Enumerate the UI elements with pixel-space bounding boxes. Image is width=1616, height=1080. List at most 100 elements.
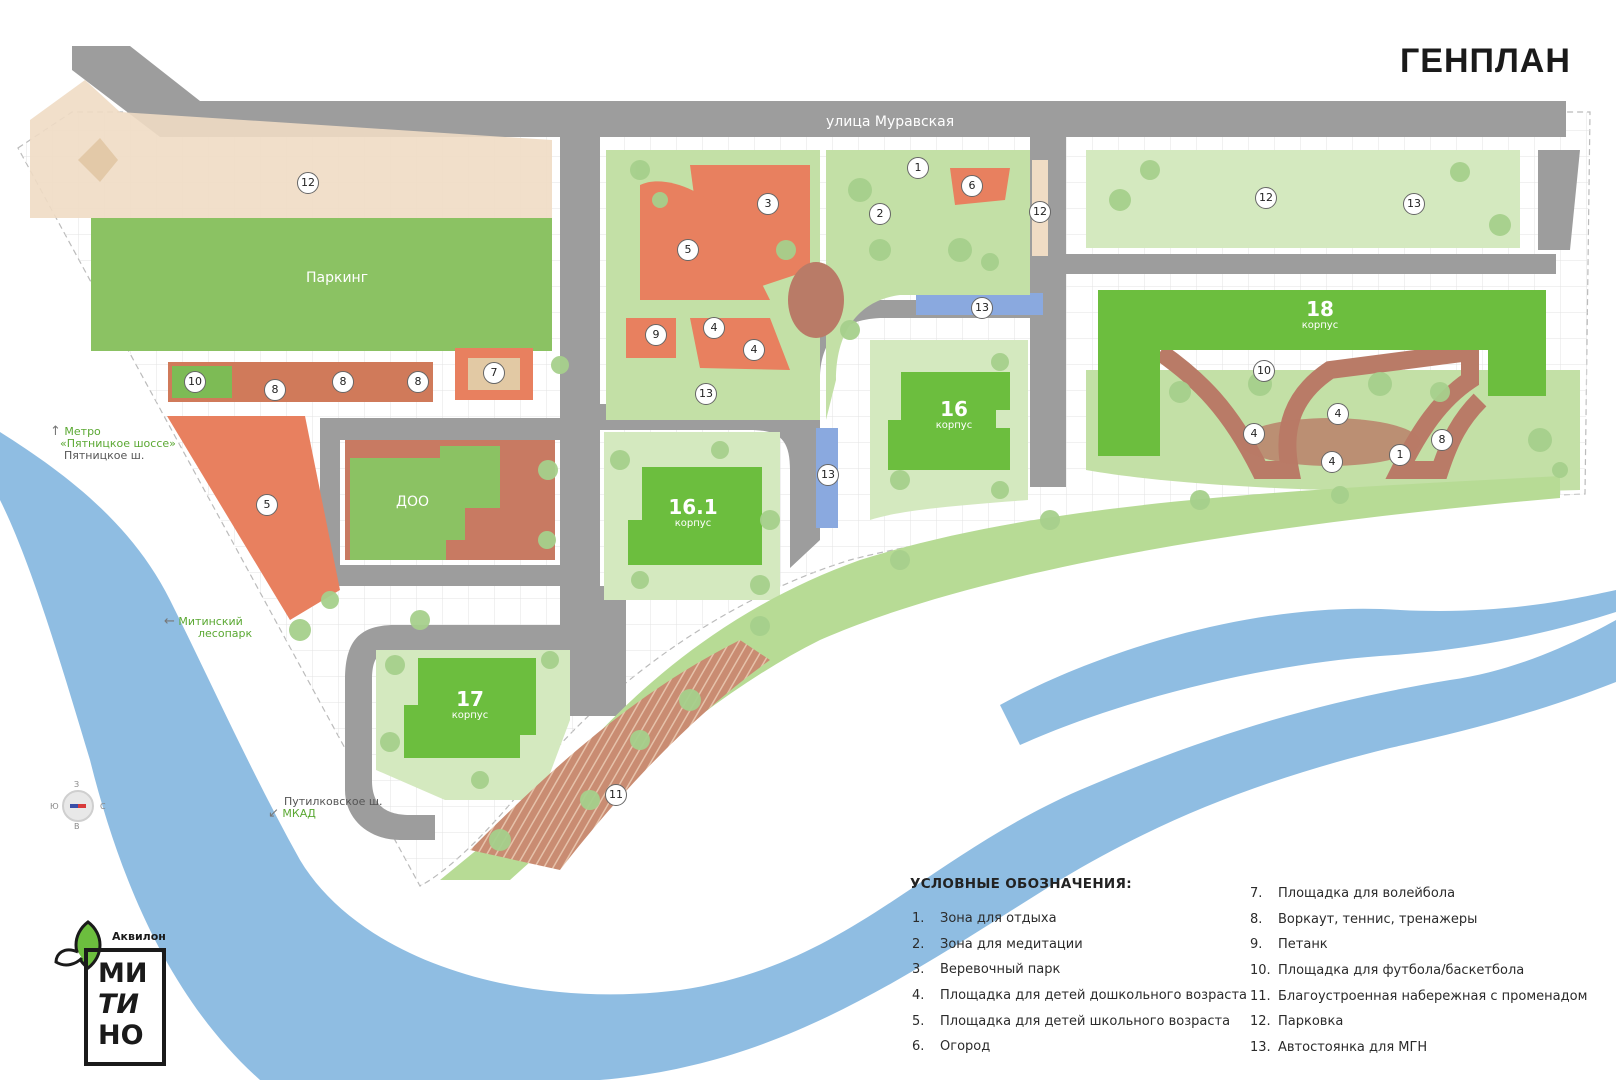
logo-frame <box>84 948 166 1066</box>
legend-item-text: Площадка для футбола/баскетбола <box>1278 963 1525 979</box>
legend-item: 13. Автостоянка для МГН <box>1250 1035 1587 1061</box>
marker-12: 12 <box>1255 187 1277 209</box>
road-segment <box>560 586 626 716</box>
river <box>0 432 1616 1080</box>
marker-8: 8 <box>264 379 286 401</box>
parking-bay-12-west <box>30 80 552 218</box>
logo-line: НО <box>98 1020 144 1051</box>
compass-west: Ю <box>50 802 59 811</box>
marker-7: 7 <box>483 362 505 384</box>
legend-item: 6.Огород <box>912 1034 1247 1060</box>
metro-station-label: «Пятницкое шоссе» <box>60 437 176 450</box>
logo-line: МИ <box>98 958 148 989</box>
legend-item-number: 10. <box>1250 963 1271 979</box>
compass-east: С <box>100 802 106 811</box>
tree-clusters <box>289 160 1568 851</box>
legend-item-text: Площадка для детей школьного возраста <box>940 1013 1231 1029</box>
parking-bay-12-west-inner <box>78 138 118 182</box>
legend-item-text: Площадка для волейбола <box>1278 886 1456 901</box>
building-17 <box>404 658 536 758</box>
arrow-left-icon: ← <box>164 614 175 629</box>
building-18 <box>1098 290 1546 456</box>
building-number: 16.1 <box>668 495 718 519</box>
road-segment <box>1066 254 1556 274</box>
marker-10: 10 <box>184 371 206 393</box>
legend-item: 9. Петанк <box>1250 932 1587 958</box>
marker-10: 10 <box>1253 360 1275 382</box>
marker-4: 4 <box>1327 403 1349 425</box>
building-caption: корпус <box>674 518 712 529</box>
legend-list-left: 1. Зона для отдыха 2. Зона для медитации 3.В… <box>912 906 1247 1060</box>
courtyard-18-path <box>1154 341 1487 479</box>
highway-label: Пятницкое ш. <box>64 449 145 462</box>
building-16-label: 16 корпус <box>924 398 984 431</box>
legend-item-number: 7. <box>1250 886 1263 901</box>
legend-item-text: Зона для медитации <box>940 936 1083 952</box>
building-16-1 <box>628 467 762 565</box>
legend-item-number: 4. <box>912 988 925 1004</box>
marker-5: 5 <box>677 239 699 261</box>
meditation-area <box>788 262 844 338</box>
legend-heading: УСЛОВНЫЕ ОБОЗНАЧЕНИЯ: <box>910 876 1132 892</box>
muravskaya-street <box>72 46 1566 137</box>
legend-item: 12.Парковка <box>1250 1009 1587 1035</box>
legend-item: 5.Площадка для детей школьного возраста <box>912 1009 1247 1035</box>
marker-1: 1 <box>1389 444 1411 466</box>
legend-item: 2. Зона для медитации <box>912 932 1247 958</box>
marker-5: 5 <box>256 494 278 516</box>
building-16-1-label: 16.1 корпус <box>663 496 723 529</box>
leaf-icon <box>54 920 102 970</box>
legend-item-number: 11. <box>1250 988 1271 1004</box>
marker-4: 4 <box>703 317 725 339</box>
marker-13: 13 <box>1403 193 1425 215</box>
compass-south: В <box>74 822 80 831</box>
legend-item-text: Петанк <box>1278 937 1328 953</box>
compass-north: З <box>74 780 80 789</box>
legend-item-number: 9. <box>1250 937 1263 953</box>
legend-item-number: 2. <box>912 936 925 952</box>
arrow-down-left-icon: ↙ <box>268 806 279 821</box>
legend-item: 3.Веревочный парк <box>912 957 1247 983</box>
legend-item: 8.Воркаут, теннис, тренажеры <box>1250 907 1587 933</box>
marker-8: 8 <box>332 371 354 393</box>
building-caption: корпус <box>935 420 973 431</box>
mkad-label: МКАД <box>282 807 316 820</box>
legend-item-text: Автостоянка для МГН <box>1278 1040 1428 1056</box>
legend-item: 1. Зона для отдыха <box>912 906 1247 932</box>
metro-direction: ↑ Метро «Пятницкое шоссе» Пятницкое ш. <box>50 424 176 462</box>
legend-item-number: 13. <box>1250 1040 1271 1056</box>
logo-line: ТИ <box>98 989 140 1020</box>
building-18-label: 18 корпус <box>1290 298 1350 331</box>
building-number: 17 <box>456 687 484 711</box>
legend-item: 10. Площадка для футбола/баскетбола <box>1250 958 1587 984</box>
courtyard-18-plaza <box>1240 418 1420 466</box>
putilkovo-label: Путилковское ш. <box>284 795 383 808</box>
building-number: 18 <box>1306 297 1334 321</box>
marker-4: 4 <box>1243 423 1265 445</box>
building-16 <box>888 372 1010 470</box>
legend-item-text: Зона для отдыха <box>940 911 1057 926</box>
lawn-area <box>1086 150 1520 248</box>
building-number: 16 <box>940 397 968 421</box>
legend-item-number: 8. <box>1250 911 1263 927</box>
marker-8: 8 <box>407 371 429 393</box>
page-title: ГЕНПЛАН <box>1400 42 1571 80</box>
compass-needle-icon <box>70 804 86 808</box>
legend-item-text: Парковка <box>1278 1014 1344 1030</box>
legend-item: 7. Площадка для волейбола <box>1250 881 1587 907</box>
marker-8: 8 <box>1431 429 1453 451</box>
building-caption: корпус <box>1301 320 1339 331</box>
legend-item-text: Благоустроенная набережная с променадом <box>1278 988 1588 1004</box>
logo-wordmark: МИ ТИ НО <box>98 958 147 1051</box>
arrow-up-icon: ↑ <box>50 424 61 439</box>
forest-label: Митинский <box>178 615 243 628</box>
legend-item: 11. Благоустроенная набережная с променад… <box>1250 984 1587 1010</box>
marker-1: 1 <box>907 157 929 179</box>
legend-item-number: 3. <box>912 962 925 978</box>
legend-item-text: Площадка для детей дошкольного возраста <box>940 988 1247 1004</box>
brand-logo: Аквилон МИ ТИ НО <box>50 918 180 1078</box>
street-label: улица Муравская <box>826 114 955 130</box>
marker-4: 4 <box>1321 451 1343 473</box>
legend-item-number: 1. <box>912 911 925 926</box>
legend-list-right: 7. Площадка для волейбола 8.Воркаут, тенни… <box>1250 881 1587 1061</box>
